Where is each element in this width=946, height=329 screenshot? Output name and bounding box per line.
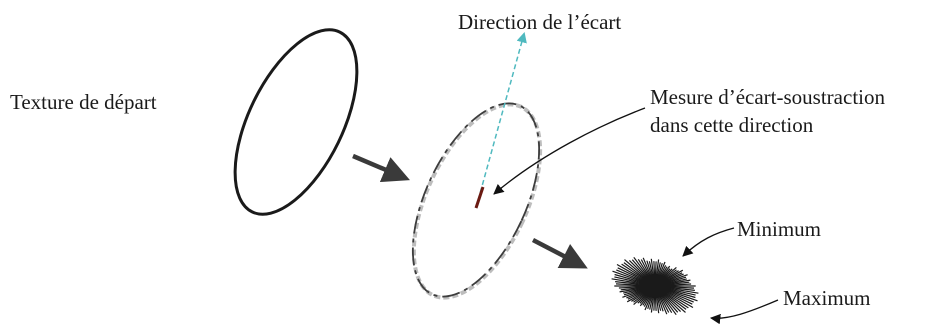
starting-texture-ellipse: [233, 28, 359, 216]
subtracted-texture-ellipse: [411, 102, 543, 300]
measure-label-line-2: dans cette direction: [650, 113, 814, 137]
deviation-direction-label: Direction de l’écart: [458, 10, 622, 34]
flow-arrow-2-icon: [531, 238, 588, 269]
measure-pointer-icon: [493, 107, 646, 195]
measure-label-line-1: Mesure d’écart-soustraction: [650, 85, 885, 109]
flow-arrow-1-icon: [352, 153, 410, 183]
minimum-pointer-icon: [682, 227, 735, 257]
polar-core: [639, 274, 671, 298]
direction-arrow-icon: [475, 31, 527, 209]
measure-label: Mesure d’écart-soustraction dans cette d…: [650, 83, 885, 139]
maximum-pointer-icon: [709, 299, 779, 325]
maximum-label: Maximum: [783, 286, 871, 310]
minimum-label: Minimum: [737, 217, 822, 241]
measure-segment: [474, 186, 485, 209]
polar-deviation-plot: [611, 256, 699, 316]
starting-texture-label: Texture de départ: [10, 90, 157, 114]
